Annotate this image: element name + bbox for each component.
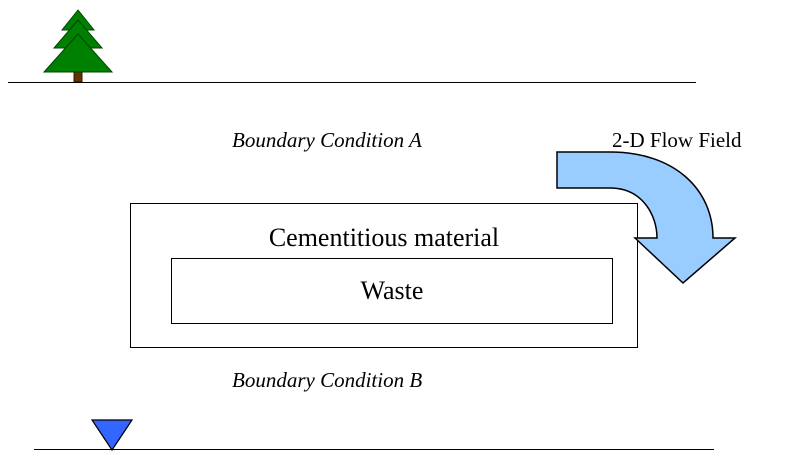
water-table-icon (90, 419, 134, 452)
waste-box: Waste (171, 258, 613, 324)
water-table-line (34, 449, 714, 450)
flow-field-label: 2-D Flow Field (612, 128, 742, 152)
flow-arrow-icon (556, 151, 738, 285)
top-ground-line (8, 82, 696, 83)
boundary-condition-b-label: Boundary Condition B (232, 368, 423, 392)
waste-label: Waste (360, 276, 424, 305)
tree-icon (42, 9, 114, 83)
cementitious-material-box: Cementitious material Waste (130, 203, 638, 348)
boundary-condition-a-label: Boundary Condition A (232, 128, 422, 152)
cementitious-material-label: Cementitious material (268, 223, 500, 252)
